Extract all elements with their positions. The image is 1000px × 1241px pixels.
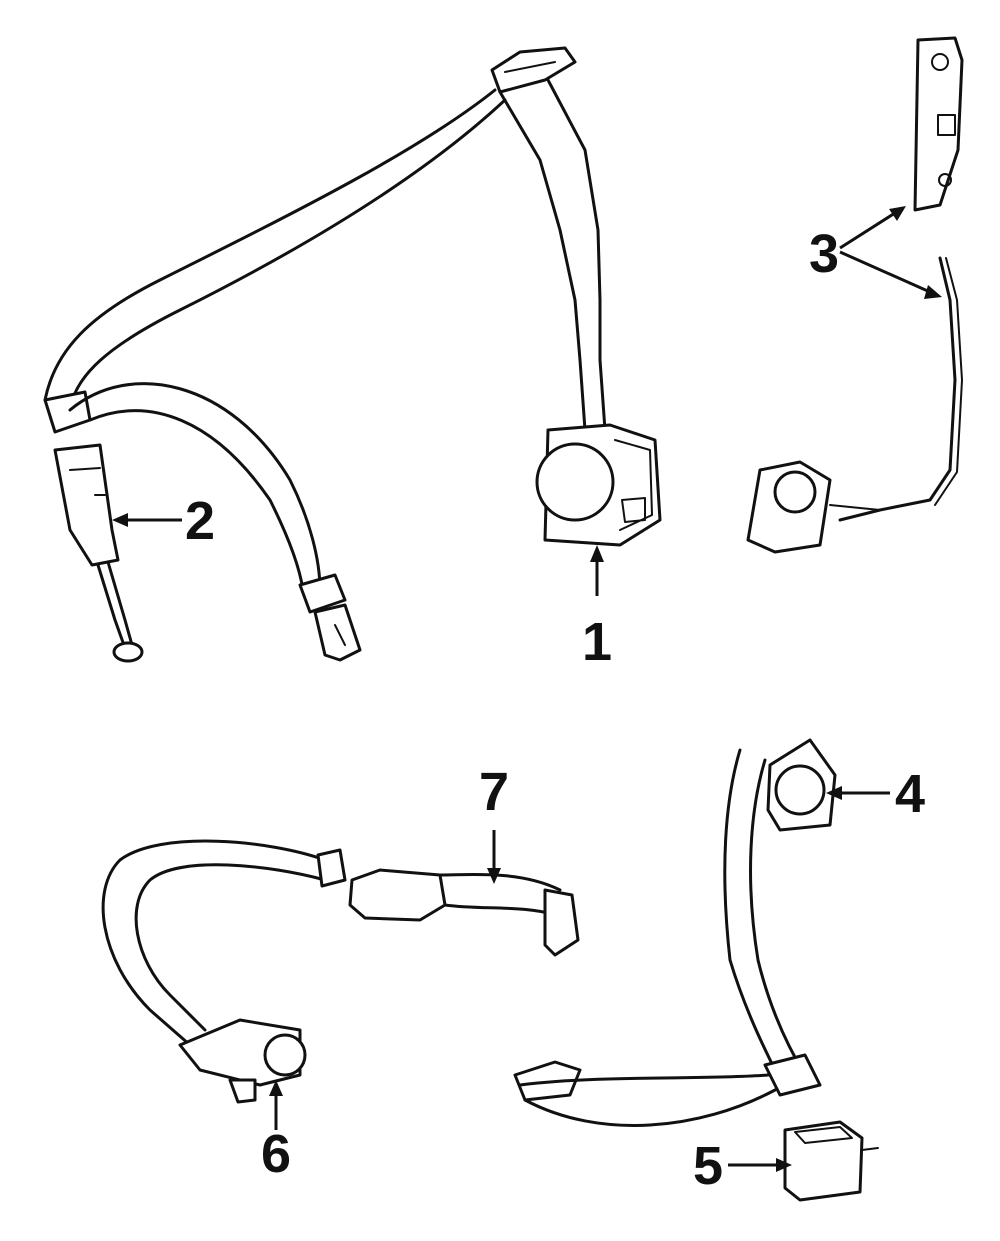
part-3-height-adjuster bbox=[746, 36, 964, 554]
part-6-rear-center-retractor bbox=[178, 1018, 307, 1104]
part-7-rear-lap-belt bbox=[101, 839, 777, 1127]
callout-4: 4 bbox=[895, 764, 925, 824]
part-5-rear-buckle bbox=[783, 1120, 879, 1202]
leader-arrows bbox=[112, 206, 942, 1172]
callout-labels: 1 2 3 4 5 6 7 bbox=[185, 224, 925, 1196]
callout-7: 7 bbox=[479, 762, 509, 822]
callout-3: 3 bbox=[809, 224, 839, 284]
callout-1: 1 bbox=[582, 612, 612, 672]
part-2-buckle-stalk bbox=[43, 382, 362, 663]
part-1-front-belt-retractor bbox=[43, 46, 662, 547]
part-4-rear-retractor bbox=[723, 738, 837, 1097]
callout-5: 5 bbox=[693, 1136, 723, 1196]
callout-2: 2 bbox=[185, 491, 215, 551]
callout-6: 6 bbox=[261, 1124, 291, 1184]
